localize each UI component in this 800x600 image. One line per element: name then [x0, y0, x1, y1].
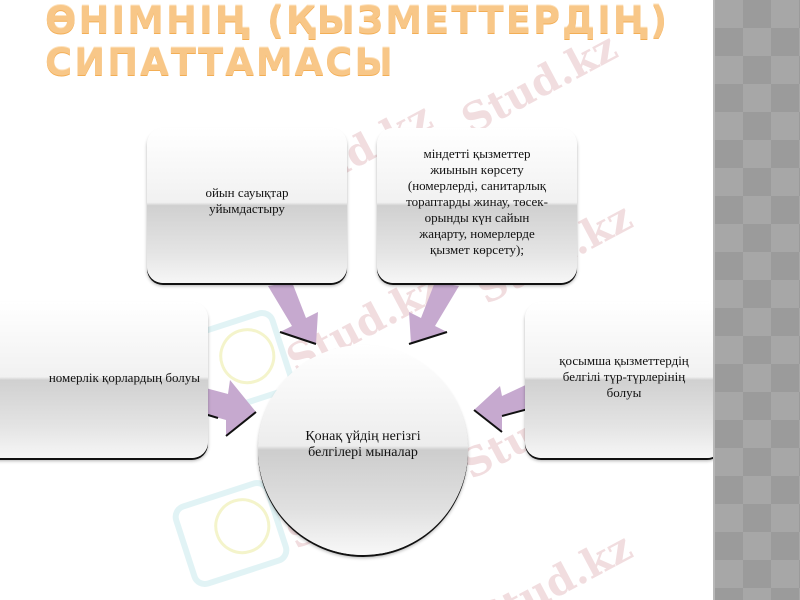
- slide: Stud.kz Stud.kz Stud.kz Stud.kz Stud.kz …: [0, 0, 713, 600]
- text-line: орынды күн сайын: [424, 209, 530, 225]
- text-line: Қонақ үйдің негізгі: [305, 429, 421, 444]
- feature-box-mandatory-services: міндетті қызметтер жиынын көрсету (номер…: [377, 128, 577, 283]
- text-line: қызмет көрсету);: [430, 241, 524, 257]
- text-line: (номерлерді, санитарлық: [407, 177, 547, 193]
- arrow-down-right-icon: [268, 282, 318, 345]
- text-line: болуы: [606, 385, 642, 400]
- text-line: қосымша қызметтердің: [559, 353, 689, 368]
- text-line: номерлік қорлардың болуы: [48, 370, 200, 385]
- text-line: уйымдастыру: [209, 200, 285, 216]
- text-line: ойын сауықтар: [205, 184, 289, 200]
- text-line: белгілі түр-түрлерінің: [562, 369, 686, 384]
- watermark-text: Stud.kz: [468, 523, 640, 600]
- text-line: жиынын көрсету: [430, 161, 524, 177]
- feature-box-text: міндетті қызметтер жиынын көрсету (номер…: [406, 146, 548, 258]
- feature-box-text: ойын сауықтар уйымдастыру: [205, 185, 288, 217]
- center-circle-text: Қонақ үйдің негізгі белгілері мыналар: [305, 429, 420, 461]
- text-line: белгілері мыналар: [308, 445, 418, 460]
- slide-title: ӨНІМНІҢ (ҚЫЗМЕТТЕРДІҢ) СИПАТТАМАСЫ: [45, 0, 669, 84]
- text-line: міндетті қызметтер: [423, 145, 531, 161]
- feature-box-text: номерлік қорлардың болуы: [49, 370, 200, 386]
- feature-box-text: қосымша қызметтердің белгілі түр-түрлері…: [559, 353, 689, 401]
- text-line: тораптарды жинау, төсек-: [406, 193, 548, 209]
- feature-box-entertainment: ойын сауықтар уйымдастыру: [147, 128, 347, 283]
- title-line-1: ӨНІМНІҢ (ҚЫЗМЕТТЕРДІҢ): [45, 0, 670, 42]
- center-circle: Қонақ үйдің негізгі белгілері мыналар: [258, 345, 468, 555]
- title-line-2: СИПАТТАМАСЫ: [45, 41, 395, 84]
- side-decorative-panel: [713, 0, 800, 600]
- text-line: жаңарту, номерлерде: [419, 225, 535, 241]
- arrow-left-icon: [473, 382, 532, 433]
- feature-box-additional-services: қосымша қызметтердің белгілі түр-түрлері…: [525, 302, 713, 458]
- arrow-down-left-icon: [408, 282, 459, 345]
- feature-box-room-stock: номерлік қорлардың болуы: [0, 302, 208, 458]
